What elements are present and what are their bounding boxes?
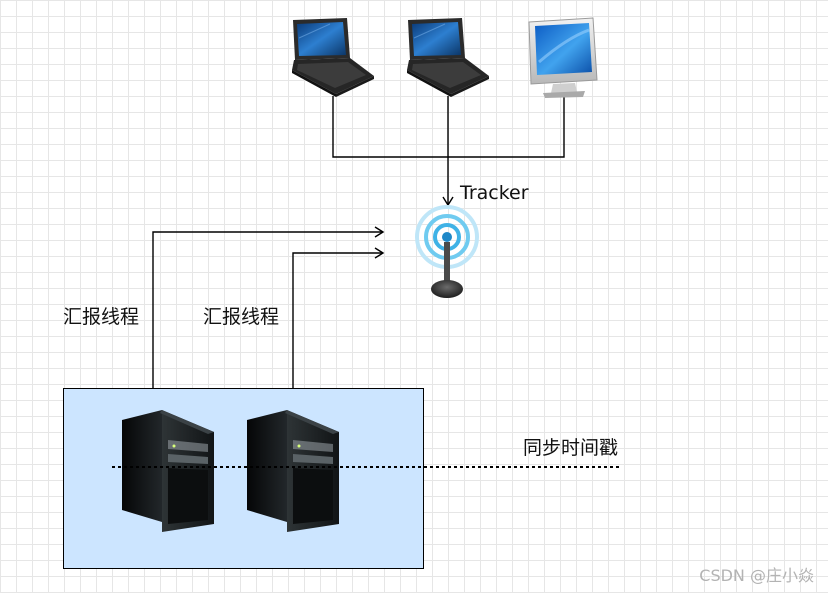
watermark: CSDN @庄小焱 [699, 566, 814, 585]
server-tower-icon [247, 410, 339, 532]
tracker-label: Tracker [460, 182, 529, 204]
monitor-icon [528, 17, 598, 98]
laptop-icon [292, 18, 374, 97]
server-tower-icon [122, 410, 214, 532]
tracker-antenna-icon [415, 205, 479, 298]
report-thread-label: 汇报线程 [63, 306, 140, 328]
laptop-icon [407, 18, 489, 97]
report-arrow-2 [292, 247, 385, 388]
storage-group-box [63, 388, 424, 569]
report-thread-label: 汇报线程 [203, 306, 280, 328]
sync-timestamp-label: 同步时间戳 [523, 437, 619, 459]
report-arrow-1 [152, 226, 385, 388]
client-connectors [332, 96, 565, 207]
